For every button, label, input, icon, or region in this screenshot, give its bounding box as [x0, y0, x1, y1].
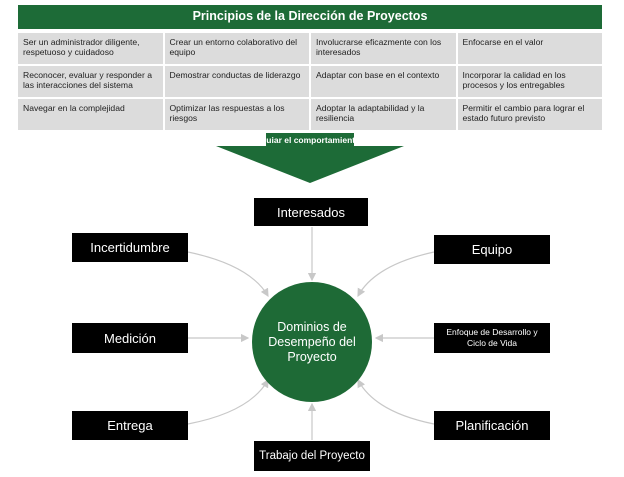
- principle-cell: Reconocer, evaluar y responder a las int…: [18, 66, 163, 97]
- principle-cell: Permitir el cambio para lograr el estado…: [457, 99, 602, 130]
- domain-equipo: Equipo: [434, 235, 550, 264]
- domain-incertidumbre: Incertidumbre: [72, 233, 188, 262]
- principle-cell: Optimizar las respuestas a los riesgos: [164, 99, 309, 130]
- domain-planificacion: Planificación: [434, 411, 550, 440]
- principle-cell: Ser un administrador diligente, respetuo…: [18, 33, 163, 64]
- connector-upper-right: [357, 251, 435, 298]
- down-arrow-icon: [216, 133, 404, 183]
- principle-cell: Enfocarse en el valor: [457, 33, 602, 64]
- guide-arrow: Guiar el comportamiento: [216, 133, 404, 183]
- center-circle: Dominios de Desempeño del Proyecto: [252, 282, 372, 402]
- domain-entrega: Entrega: [72, 411, 188, 440]
- center-label: Dominios de Desempeño del Proyecto: [268, 319, 356, 364]
- principle-cell: Demostrar conductas de liderazgo: [164, 66, 309, 97]
- principles-grid: Ser un administrador diligente, respetuo…: [18, 33, 602, 130]
- domain-enfoque-ciclo-vida: Enfoque de Desarrollo y Ciclo de Vida: [434, 323, 550, 353]
- principle-cell: Crear un entorno colaborativo del equipo: [164, 33, 309, 64]
- principle-cell: Adoptar la adaptabilidad y la resilienci…: [311, 99, 456, 130]
- principle-cell: Navegar en la complejidad: [18, 99, 163, 130]
- domain-trabajo-proyecto: Trabajo del Proyecto: [254, 441, 370, 471]
- principle-cell: Adaptar con base en el contexto: [311, 66, 456, 97]
- principle-cell: Involucrarse eficazmente con los interes…: [311, 33, 456, 64]
- guide-arrow-label: Guiar el comportamiento: [259, 135, 361, 145]
- connector-lower-left: [187, 378, 269, 425]
- principle-cell: Incorporar la calidad en los procesos y …: [457, 66, 602, 97]
- connector-lower-right: [357, 378, 435, 425]
- connector-upper-left: [187, 251, 269, 298]
- domain-interesados: Interesados: [254, 198, 368, 226]
- principles-title: Principios de la Dirección de Proyectos: [18, 5, 602, 29]
- domain-medicion: Medición: [72, 323, 188, 353]
